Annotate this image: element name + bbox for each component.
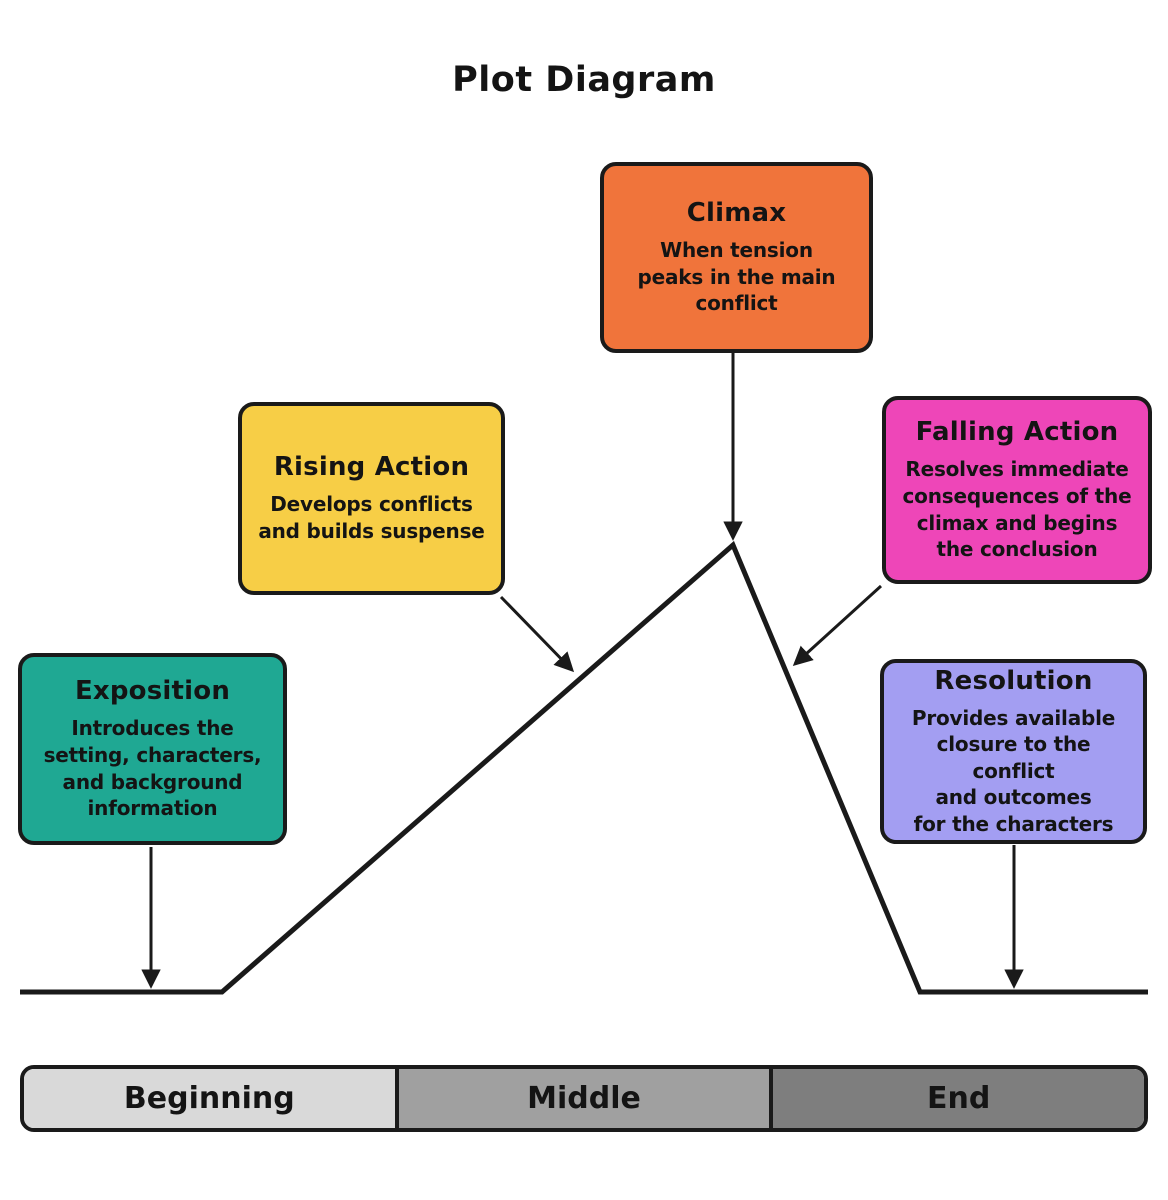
timeline-segment-middle: Middle: [394, 1069, 770, 1128]
falling-action-box-description: Resolves immediate consequences of the c…: [902, 457, 1132, 562]
plot-structure-line: [20, 540, 1148, 995]
exposition-box-description: Introduces the setting, characters, and …: [43, 716, 262, 821]
timeline-segment-end: End: [769, 1069, 1144, 1128]
timeline-end-label: End: [927, 1081, 991, 1116]
falling-action-arrow: [792, 584, 883, 666]
rising-action-box-title: Rising Action: [273, 452, 470, 483]
resolution-box-title: Resolution: [934, 665, 1093, 696]
resolution-box-description: Provides available closure to the confli…: [911, 705, 1116, 836]
rising-action-box-description: Develops conflicts and builds suspense: [258, 492, 485, 543]
exposition-box-title: Exposition: [74, 676, 231, 707]
falling-action-box-title: Falling Action: [915, 417, 1119, 448]
timeline-segment-beginning: Beginning: [24, 1069, 395, 1128]
exposition-box: Exposition Introduces the setting, chara…: [18, 653, 287, 845]
climax-box-title: Climax: [686, 198, 787, 229]
falling-action-box: Falling Action Resolves immediate conseq…: [882, 396, 1152, 584]
page-title: Plot Diagram: [452, 60, 716, 100]
resolution-box: Resolution Provides available closure to…: [880, 659, 1147, 844]
rising-action-box: Rising Action Develops conflicts and bui…: [238, 402, 505, 595]
rising-action-arrow: [499, 595, 575, 673]
timeline-beginning-label: Beginning: [123, 1081, 295, 1116]
story-timeline-bar: Beginning Middle End: [20, 1065, 1148, 1132]
climax-box: Climax When tension peaks in the main co…: [600, 162, 873, 353]
climax-box-description: When tension peaks in the main conflict: [637, 238, 836, 316]
timeline-middle-label: Middle: [527, 1081, 641, 1116]
